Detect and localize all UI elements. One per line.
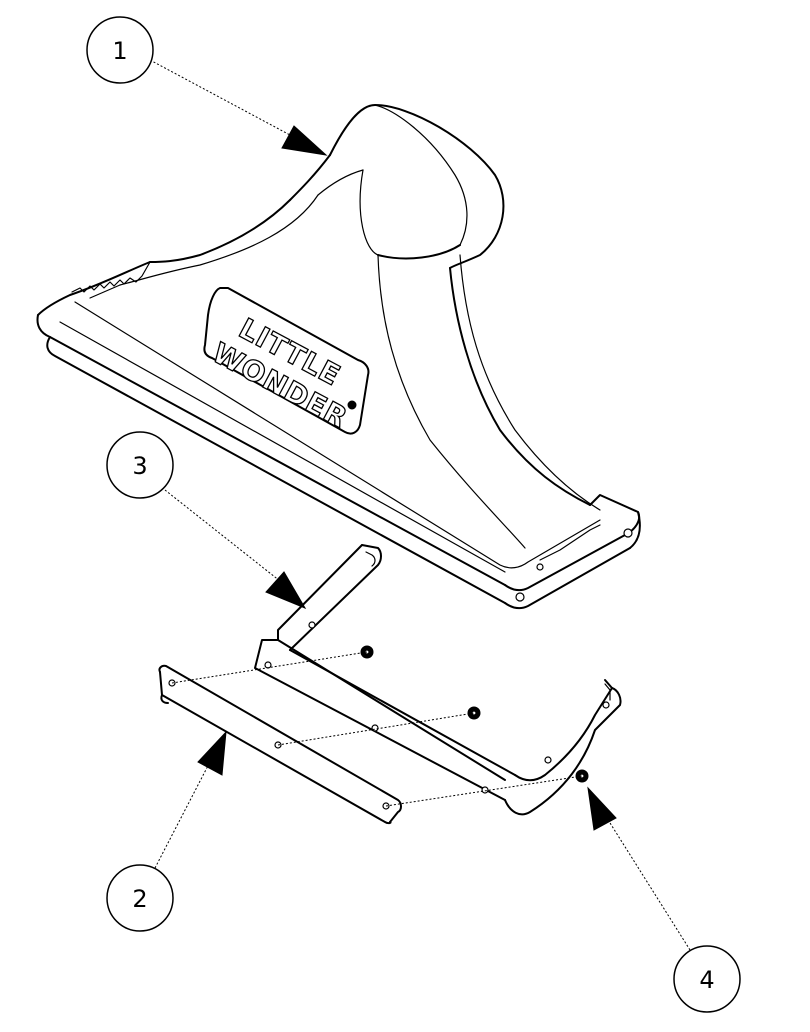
- callout-3-arrow: [265, 571, 307, 610]
- callout-2-arrow: [197, 730, 227, 776]
- callout-4-label: 4: [699, 966, 714, 994]
- callout-4-arrow: [587, 786, 617, 831]
- callout-1: 1: [86, 16, 328, 156]
- callout-3-label: 3: [132, 452, 147, 480]
- callout-1-arrow: [281, 125, 328, 156]
- part-strap: [158, 664, 402, 825]
- logo-plate: LITTLE WONDER: [203, 287, 370, 435]
- part-nuts: [171, 645, 589, 807]
- callout-1-label: 1: [112, 37, 127, 65]
- callout-3: 3: [106, 431, 307, 610]
- callout-2-label: 2: [132, 885, 147, 913]
- callout-2: 2: [106, 730, 227, 932]
- part-nozzle: LITTLE WONDER: [36, 104, 641, 610]
- callout-4: 4: [587, 786, 741, 1013]
- part-bracket: [254, 544, 622, 816]
